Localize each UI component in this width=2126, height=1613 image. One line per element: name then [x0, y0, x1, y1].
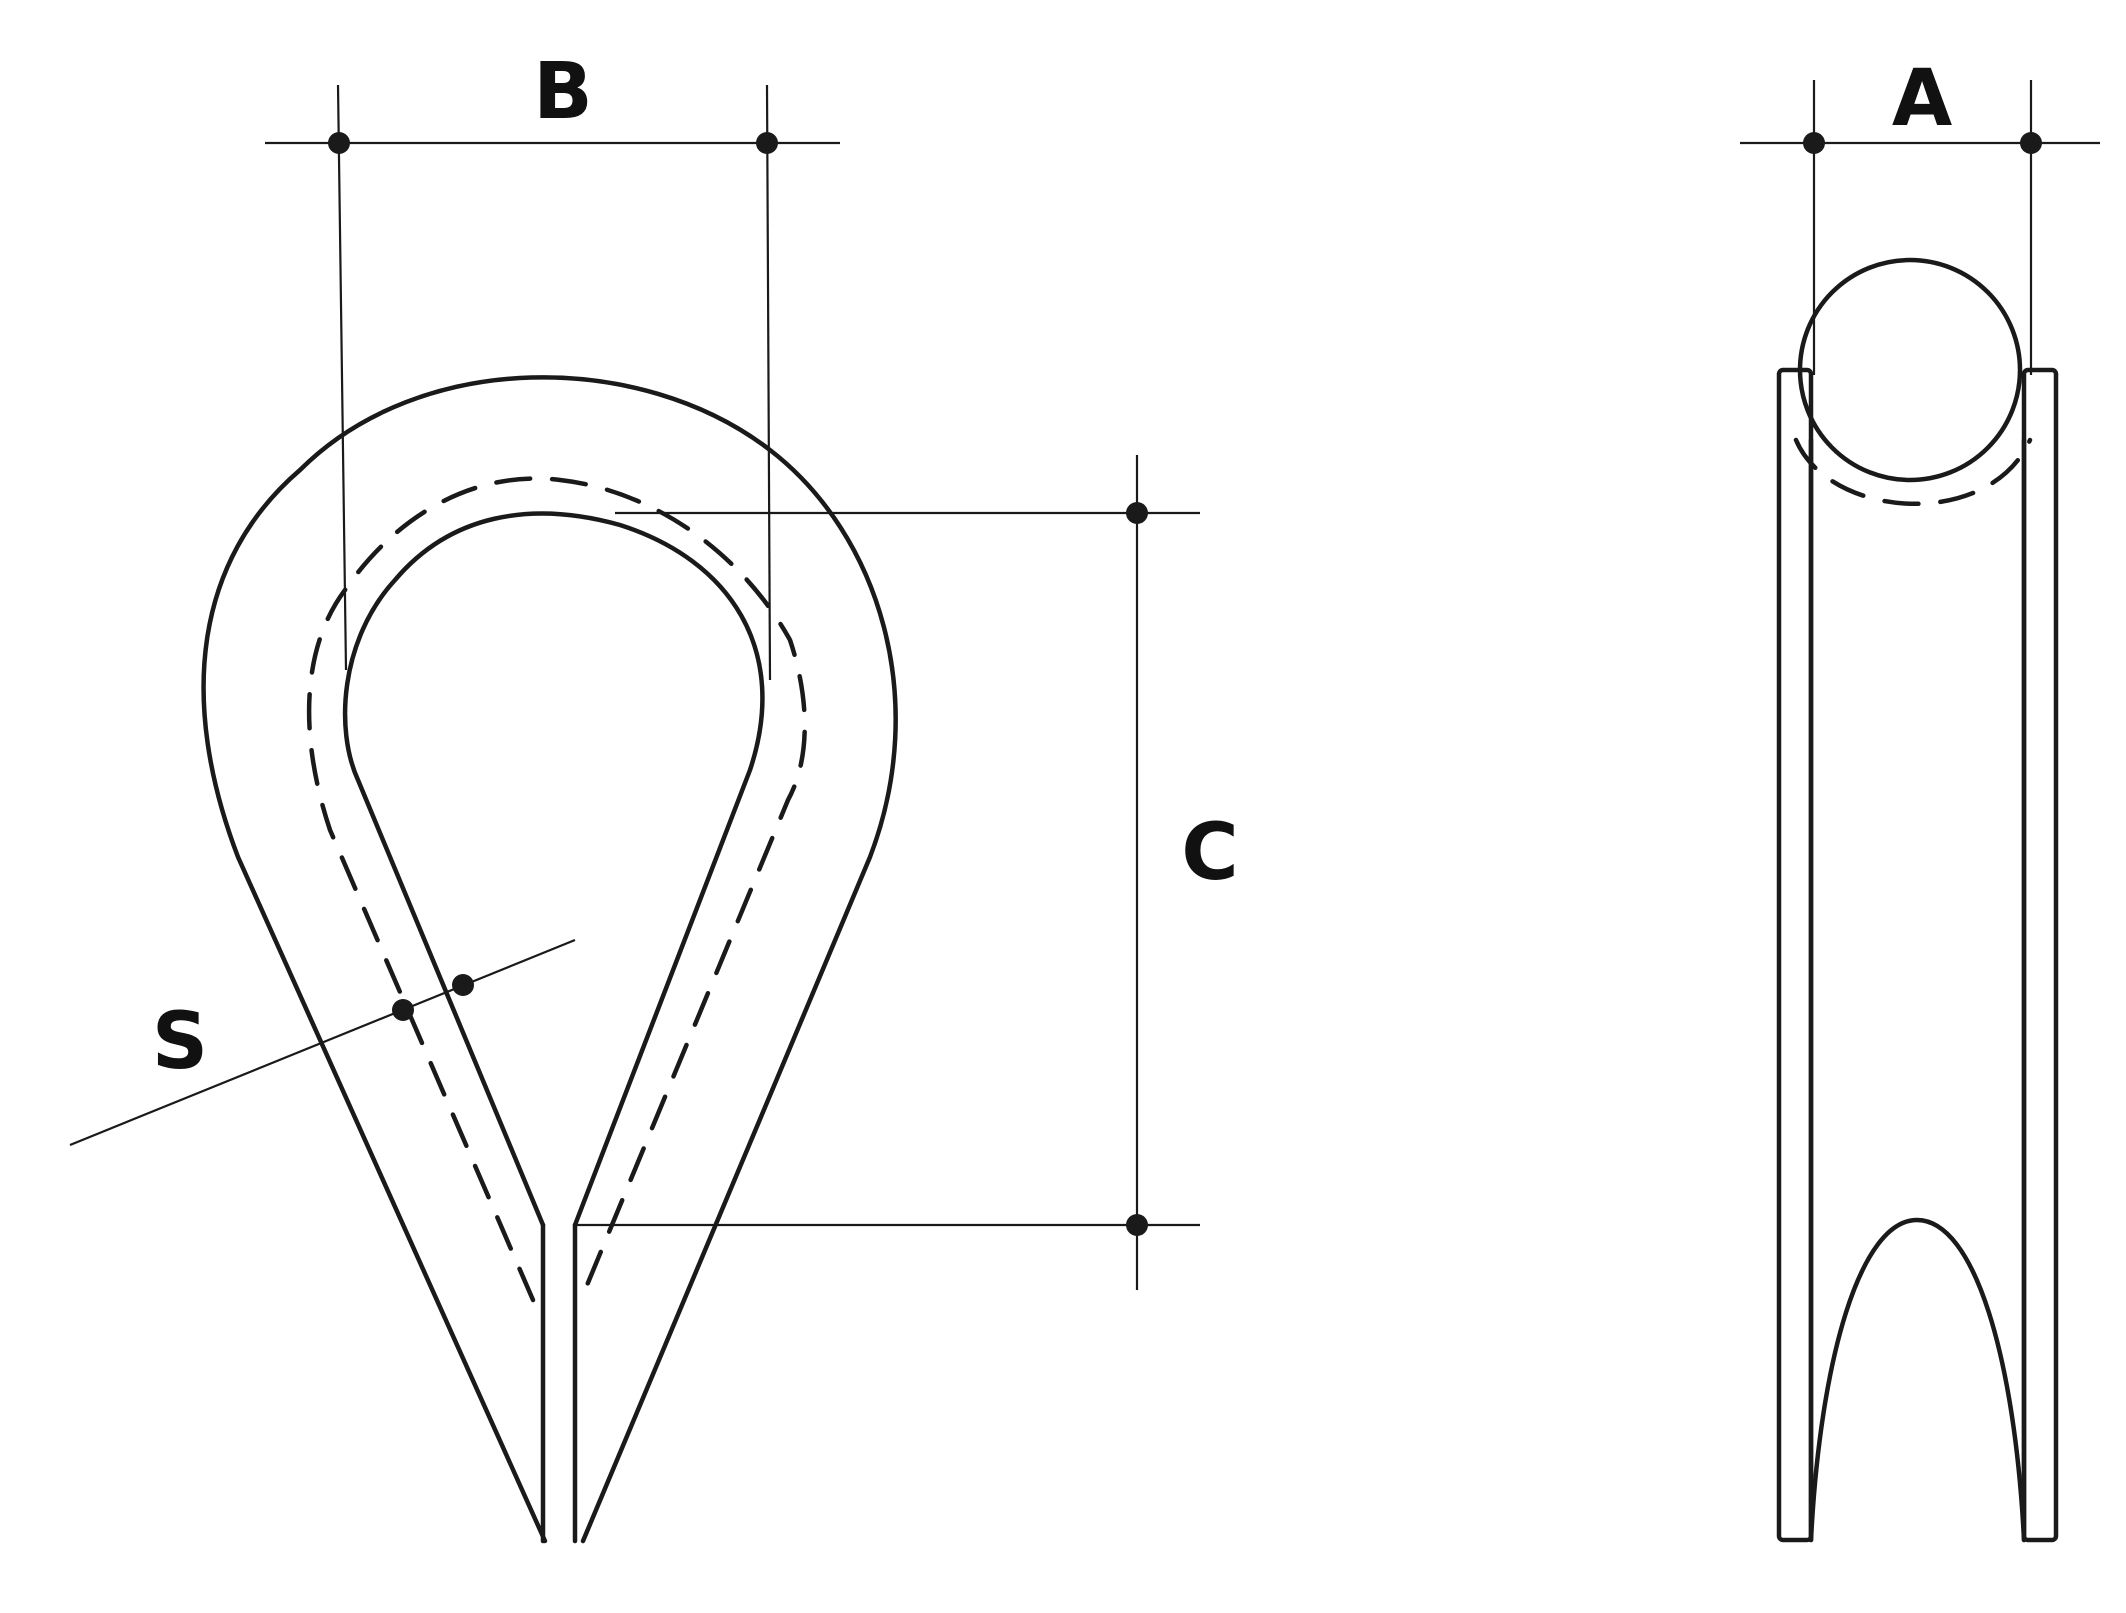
dim-b-ext-left — [336, 84, 348, 671]
dim-s-dot-inner — [452, 974, 474, 996]
dim-s-dot-outer — [392, 999, 414, 1021]
side-flange-right — [2021, 367, 2059, 1543]
dim-b-ext-right — [765, 84, 772, 681]
dim-s-label: S — [152, 997, 208, 1087]
rope-groove-hidden-line — [1793, 437, 2033, 507]
thimble-outer-outline — [201, 375, 898, 1544]
dim-c-dot-top — [1126, 502, 1148, 524]
side-flange-left — [1776, 367, 1814, 1543]
dim-a-label: A — [1892, 54, 1952, 144]
dimension-a: A — [1740, 54, 2100, 375]
groove-hidden-line — [306, 476, 807, 1303]
dim-c-dot-bottom — [1126, 1214, 1148, 1236]
dim-a-dot-left — [1803, 132, 1825, 154]
dim-b-dot-left — [328, 132, 350, 154]
dim-s-line — [69, 938, 576, 1147]
dim-c-label: C — [1181, 808, 1238, 898]
dim-b-label: B — [533, 47, 592, 137]
side-view — [1776, 257, 2059, 1543]
front-view — [201, 375, 898, 1544]
dim-a-dot-right — [2020, 132, 2042, 154]
dimension-c: C — [575, 455, 1239, 1290]
thimble-inner-outline — [342, 511, 765, 1228]
dimension-b: B — [265, 47, 840, 681]
dim-b-dot-right — [756, 132, 778, 154]
rope-cross-section — [1797, 257, 2023, 483]
side-bottom-arch — [1808, 1217, 2027, 1543]
dimension-s: S — [69, 938, 576, 1147]
